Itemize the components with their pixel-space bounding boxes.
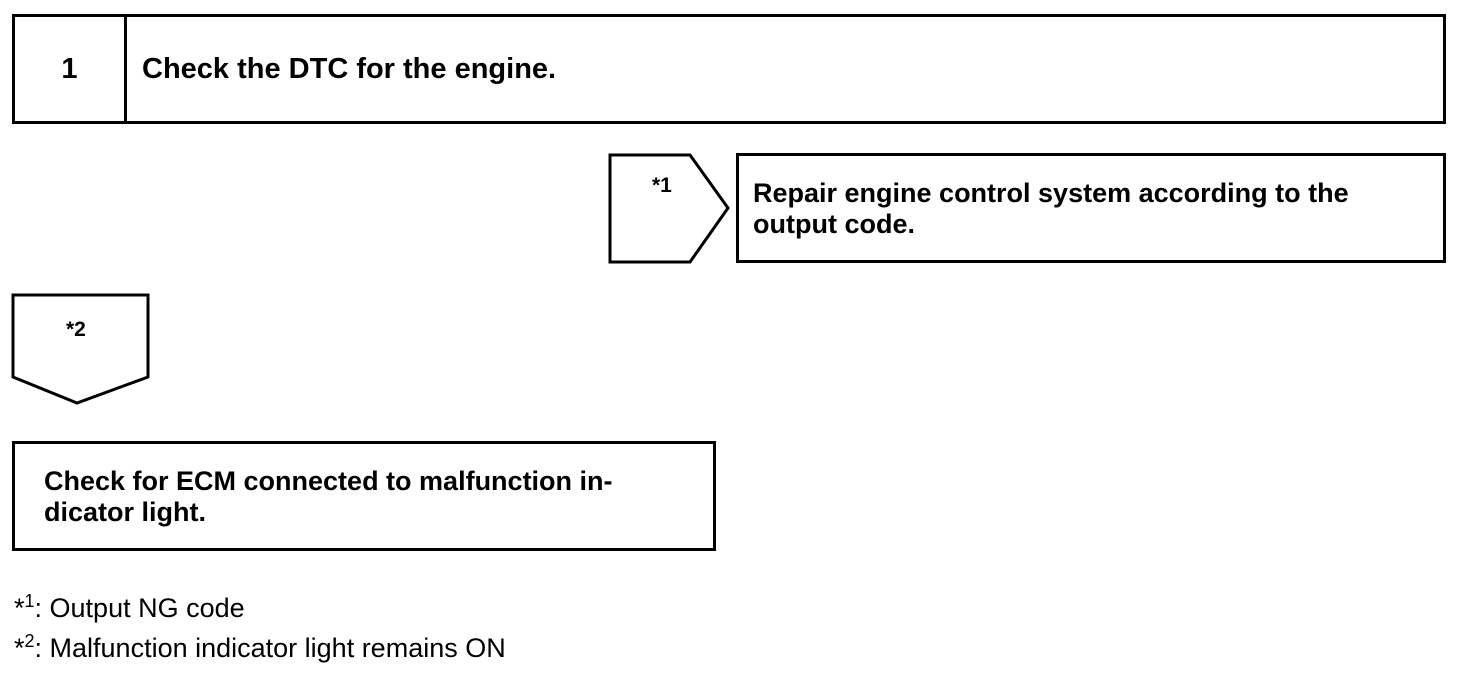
ecm-result-box: Check for ECM connected to malfunction i… — [12, 441, 716, 551]
step-box: 1 Check the DTC for the engine. — [12, 14, 1446, 124]
branch-right-arrow — [608, 153, 730, 264]
step-number: 1 — [15, 17, 127, 121]
repair-result-box: Repair engine control system according t… — [736, 153, 1446, 263]
ecm-result-text: Check for ECM connected to malfunction i… — [44, 466, 613, 527]
footnote-2: *2: Malfunction indicator light remains … — [14, 631, 506, 663]
step-title: Check the DTC for the engine. — [142, 52, 557, 85]
footnote-1: *1: Output NG code — [14, 591, 245, 623]
branch-down-arrow — [11, 293, 150, 405]
branch-down-marker: *2 — [66, 318, 86, 341]
branch-right-marker: *1 — [652, 174, 672, 197]
repair-result-text: Repair engine control system according t… — [753, 178, 1349, 239]
